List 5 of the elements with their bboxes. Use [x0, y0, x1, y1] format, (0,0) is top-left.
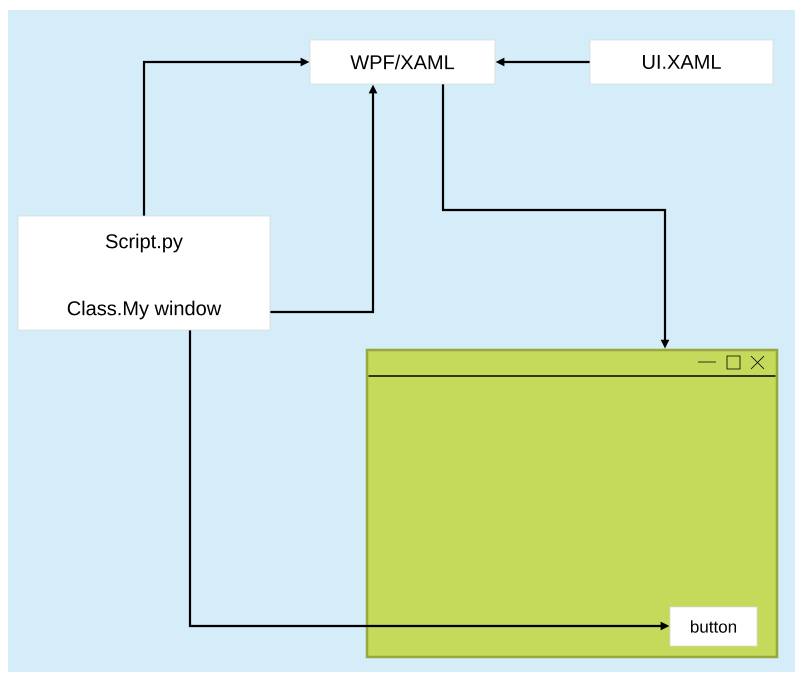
- window-drawing: [366, 348, 778, 658]
- process-box: WPF/XAML: [310, 40, 496, 84]
- file-box: UI.XAML: [590, 40, 774, 84]
- button: button: [670, 606, 758, 646]
- script-box: Script.py Class.My window: [18, 216, 270, 330]
